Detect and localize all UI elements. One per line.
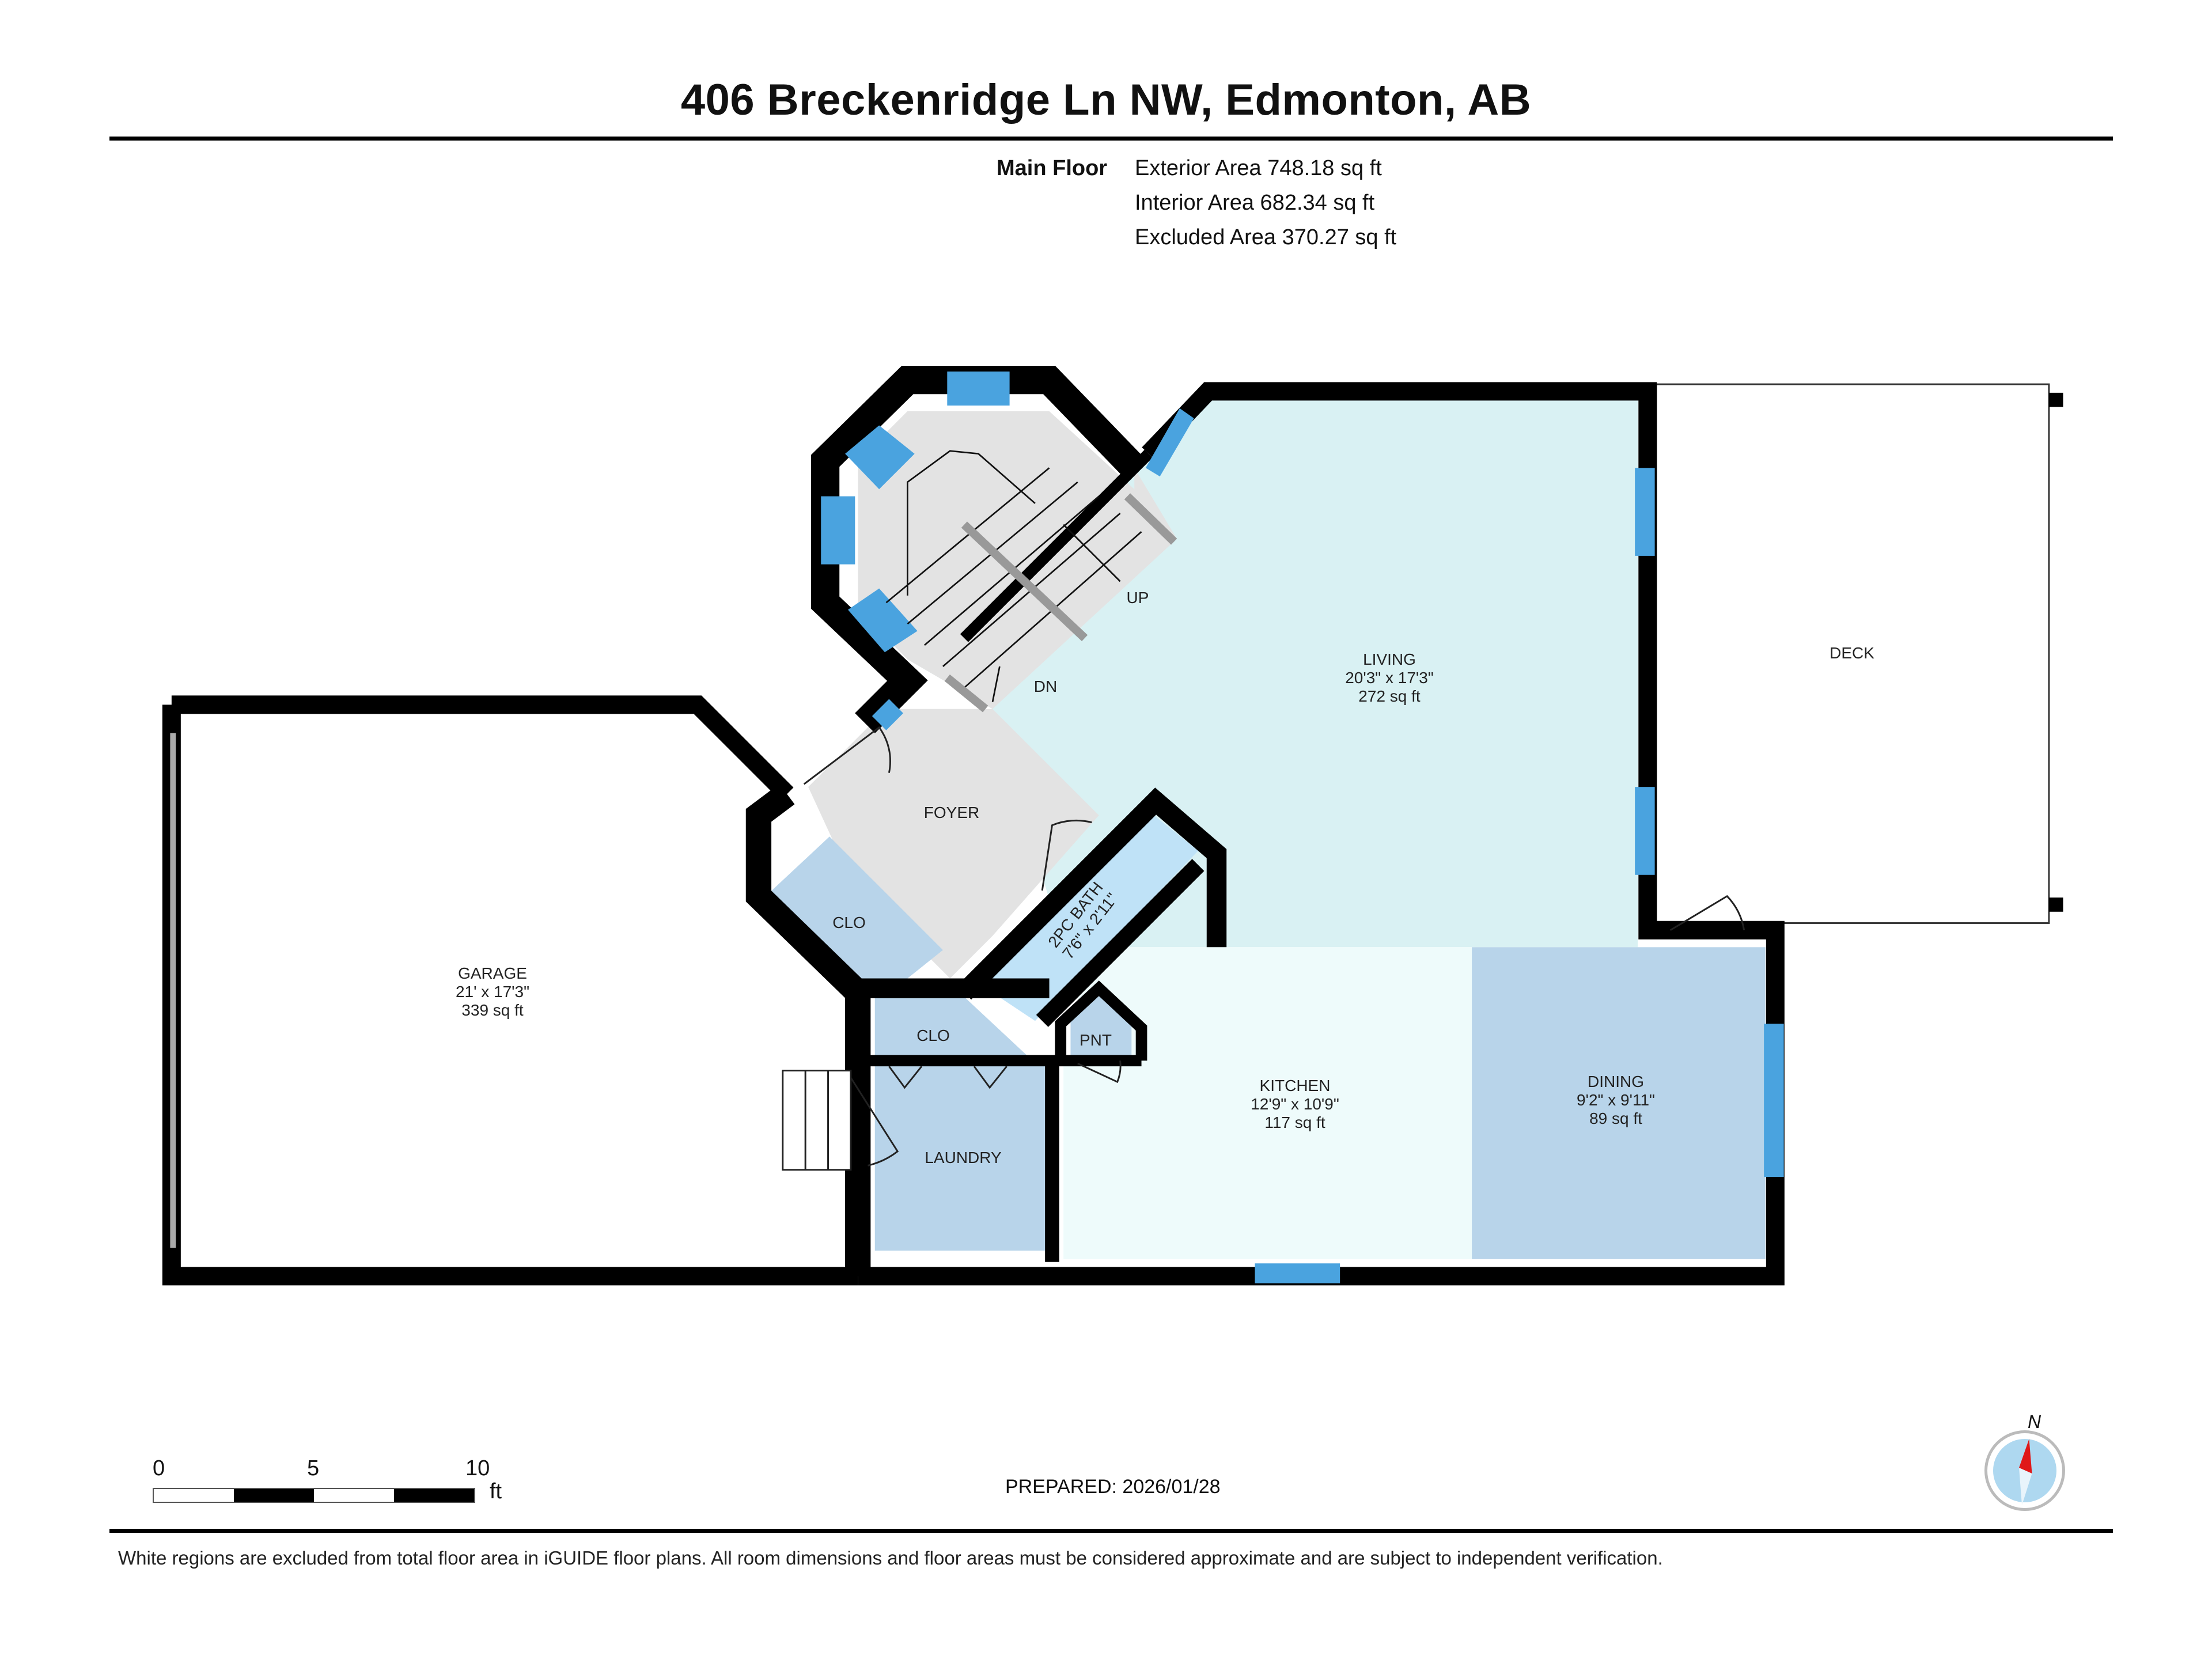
excluded-area: Excluded Area 370.27 sq ft [1135,225,1397,249]
garage-area: 339 sq ft [461,1001,524,1019]
kitchen [1063,947,1475,1259]
windows [821,371,1784,1283]
living-area: 272 sq ft [1358,687,1421,705]
closet-foyer-area [766,836,943,979]
stair-treads [885,450,1142,702]
foyer-label: FOYER [923,804,980,821]
living-dims: 20'3" x 17'3" [1345,669,1434,687]
dining-name: DINING [1587,1073,1644,1090]
living-name: LIVING [1363,650,1416,668]
disclaimer: White regions are excluded from total fl… [118,1547,1663,1569]
foyer [808,709,1099,979]
scale-unit: ft [490,1479,502,1503]
scale-tick-10: 10 [465,1456,490,1480]
kitchen-name: KITCHEN [1259,1077,1331,1094]
header-divider [109,137,2113,141]
scale-tick-0: 0 [153,1456,165,1480]
laundry-label: LAUNDRY [925,1149,1002,1166]
interior-area: Interior Area 682.34 sq ft [1135,191,1375,215]
footer-divider [109,1529,2113,1533]
laundry-area [874,1063,1052,1251]
pantry-label: PNT [1080,1031,1112,1049]
door-swings [803,726,1745,1166]
dining-room [1472,947,1766,1259]
exterior-area: Exterior Area 748.18 sq ft [1135,156,1382,180]
dining-dims: 9'2" x 9'11" [1577,1091,1655,1109]
garage-dims: 21' x 17'3" [455,983,530,1001]
stairs-up-label: UP [1126,589,1149,607]
garage-label: GARAGE 21' x 17'3" 339 sq ft [456,964,529,1020]
living-room-label: LIVING 20'3" x 17'3" 272 sq ft [1345,650,1434,706]
walls [162,366,1785,1286]
compass-north-label: N [2028,1411,2041,1432]
closet-laundry-label: CLO [916,1027,950,1044]
garage-name: GARAGE [458,964,527,982]
dining-area: 89 sq ft [1589,1109,1642,1127]
deck-area [1655,383,2063,924]
bath-area [971,811,1198,1021]
kitchen-dims: 12'9" x 10'9" [1251,1095,1339,1113]
compass-icon [1984,1430,2065,1511]
dining-room-label: DINING 9'2" x 9'11" 89 sq ft [1577,1073,1655,1128]
kitchen-label: KITCHEN 12'9" x 10'9" 117 sq ft [1251,1077,1339,1132]
scale-bar-graphic [153,1488,475,1503]
closet-laundry-area [874,997,1028,1056]
deck-label: DECK [1830,644,1874,662]
prepared-date: PREPARED: 2026/01/28 [1005,1476,1221,1498]
closet-foyer-label: CLO [832,914,866,931]
scale-tick-5: 5 [307,1456,320,1480]
page-title: 406 Breckenridge Ln NW, Edmonton, AB [680,75,1532,124]
exterior-steps [782,1069,852,1171]
kitchen-area: 117 sq ft [1264,1113,1325,1131]
floor-name: Main Floor [997,156,1108,180]
stairs-down-label: DN [1033,677,1058,695]
